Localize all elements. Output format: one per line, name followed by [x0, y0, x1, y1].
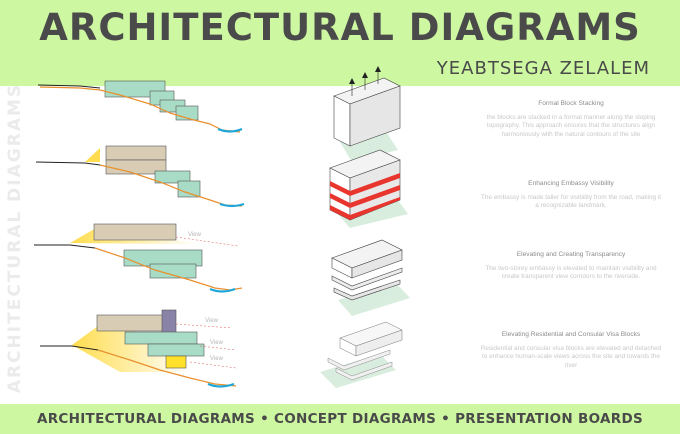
section-4-water: [207, 382, 235, 388]
section-3-view-label: View: [188, 232, 202, 238]
section-2-water: [219, 202, 245, 208]
description-2-body: The embassy is made taller for visibilit…: [480, 194, 662, 210]
description-2: Enhancing Embassy Visibility The embassy…: [480, 180, 662, 211]
model-4-side-face: [355, 329, 403, 357]
model-3-low-slab: [333, 279, 401, 301]
model-1-arrowhead-2: [362, 72, 368, 78]
model-1-side-face: [349, 85, 401, 147]
side-band: [0, 86, 28, 404]
footer-tagline: ARCHITECTURAL DIAGRAMS • CONCEPT DIAGRAM…: [36, 411, 643, 427]
model-4-shadow: [320, 354, 396, 388]
section-4-view-line-1: [175, 323, 233, 329]
section-1-water: [217, 127, 243, 133]
section-1-terrain-outline: [37, 84, 101, 89]
model-4-mid-slab: [327, 349, 391, 371]
section-4-view-label-2: View: [210, 340, 224, 346]
model-3-mid-slab: [331, 267, 403, 291]
section-4-view-line-3: [189, 361, 237, 369]
section-2-block-green-1: [154, 170, 191, 184]
section-4-view-label-3: View: [210, 356, 224, 362]
section-1-formal-stacking: [37, 80, 243, 133]
model-2-red-band-1: [330, 173, 400, 196]
model-4-elevated-residential: [320, 321, 403, 388]
section-3-water: [209, 287, 236, 293]
model-2-embassy-visibility: [329, 149, 408, 228]
description-3: Elevating and Creating Transparency The …: [480, 251, 662, 282]
model-2-red-band-2: [330, 185, 400, 208]
model-1-front-face: [333, 95, 351, 147]
section-4-view-line-2: [199, 345, 237, 351]
section-3-block-green-2: [149, 263, 197, 279]
model-1-arrowhead-1: [349, 78, 355, 84]
section-3-view-line: [175, 236, 239, 247]
section-4-block-green-1: [124, 331, 198, 345]
description-4: Elevating Residential and Consular Visa …: [480, 331, 662, 370]
section-2-block-tan-top: [105, 145, 167, 161]
description-3-title: Elevating and Creating Transparency: [516, 251, 626, 258]
section-2-light-wedge: [85, 148, 100, 162]
section-3-block-green-1: [123, 249, 203, 267]
header-band: [0, 0, 680, 86]
section-3-terrain-outline: [34, 244, 96, 249]
model-1-formal-block: [333, 66, 401, 162]
section-4-view-label-1: View: [205, 318, 219, 324]
author-name: YEABTSEGA ZELALEM: [436, 58, 650, 79]
description-4-title: Elevating Residential and Consular Visa …: [501, 331, 641, 338]
section-4-ground-line: [97, 349, 237, 387]
description-1-body: the blocks are stacked in a formal manne…: [486, 114, 656, 138]
description-1: Formal Block Stacking the blocks are sta…: [480, 100, 662, 139]
model-3-upper-side: [351, 249, 403, 279]
section-4-terrain-outline: [40, 345, 99, 351]
description-4-body: Residential and consular visa blocks are…: [480, 345, 662, 369]
section-1-ground-line: [39, 86, 241, 133]
section-2-block-green-2: [177, 180, 201, 198]
model-1-arrowhead-3: [375, 66, 381, 72]
model-3-shadow: [338, 282, 410, 316]
model-1-shadow: [340, 130, 398, 162]
section-4-block-green-2: [147, 343, 205, 357]
section-4-block-yellow: [165, 355, 187, 369]
description-3-body: The two-storey embassy is elevated to ma…: [485, 265, 657, 281]
section-2-terrain-outline: [35, 161, 101, 166]
page-title: ARCHITECTURAL DIAGRAMS: [39, 6, 641, 49]
description-1-title: Formal Block Stacking: [538, 100, 604, 107]
section-3-block-tan: [93, 223, 177, 241]
section-3-elevating-transparency: View: [34, 223, 243, 293]
section-4-elevated-residential: View View View: [40, 309, 237, 388]
model-3-elevated-transparent: [331, 239, 410, 316]
description-2-title: Enhancing Embassy Visibility: [528, 180, 614, 187]
model-2-red-band-3: [330, 197, 400, 220]
section-2-embassy-visibility: [35, 145, 245, 208]
section-4-block-tan: [96, 314, 168, 332]
model-4-low-slab: [335, 361, 393, 381]
footer-band: [0, 404, 680, 434]
